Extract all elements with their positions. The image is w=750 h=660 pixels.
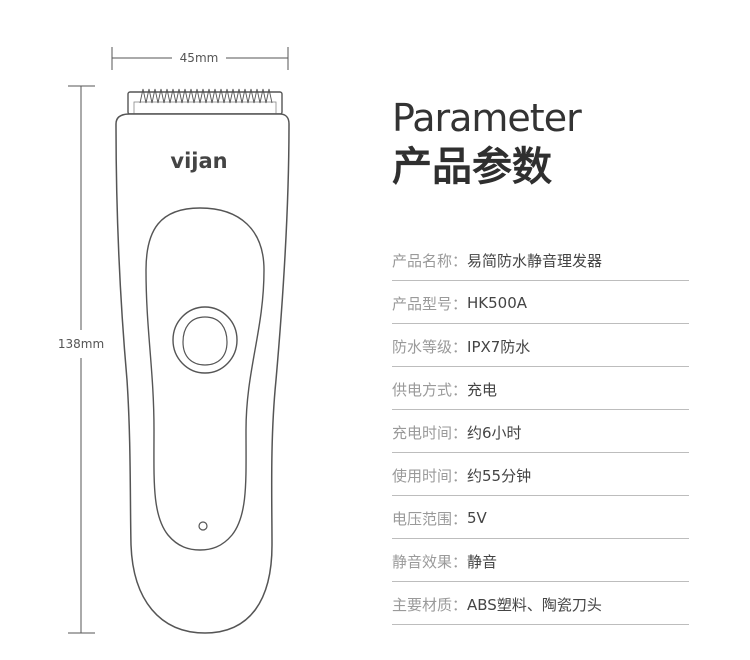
parameter-value: 易简防水静音理发器 (467, 251, 603, 270)
parameter-row: 静音效果：静音 (392, 539, 689, 582)
height-dimension (68, 85, 95, 634)
parameter-label: 供电方式： (392, 380, 468, 399)
parameter-label: 充电时间： (392, 423, 468, 442)
parameter-label: 防水等级： (392, 337, 468, 356)
parameter-value: IPX7防水 (467, 337, 531, 356)
product-drawing: 45mm 138mm vijan (58, 47, 290, 634)
parameter-value: 充电 (467, 380, 498, 399)
width-label: 45mm (180, 51, 219, 65)
parameter-value: 静音 (467, 552, 498, 571)
height-label: 138mm (58, 337, 104, 351)
parameter-label: 静音效果： (392, 552, 468, 571)
power-button-inner (182, 316, 228, 366)
parameter-label: 产品名称： (392, 251, 468, 270)
width-dimension (111, 47, 289, 70)
indicator-light (198, 521, 208, 531)
front-panel (145, 207, 265, 551)
parameter-row: 电压范围：5V (392, 496, 689, 539)
brand-logo: vijan (170, 149, 227, 173)
parameter-row: 防水等级：IPX7防水 (392, 324, 689, 367)
parameter-label: 产品型号： (392, 294, 468, 313)
parameter-row: 供电方式：充电 (392, 367, 689, 410)
parameter-row: 充电时间：约6小时 (392, 410, 689, 453)
parameter-label: 电压范围： (392, 509, 468, 528)
parameter-row: 产品型号：HK500A (392, 281, 689, 324)
parameter-value: ABS塑料、陶瓷刀头 (467, 595, 602, 614)
blade-base (127, 91, 283, 115)
parameter-value: 约55分钟 (467, 466, 532, 485)
parameter-row: 产品名称：易简防水静音理发器 (392, 238, 689, 281)
title-english: Parameter (392, 96, 582, 140)
title-chinese: 产品参数 (392, 144, 552, 190)
parameter-row: 主要材质：ABS塑料、陶瓷刀头 (392, 582, 689, 625)
parameter-value: 5V (467, 509, 487, 527)
parameter-value: 约6小时 (467, 423, 522, 442)
parameter-label: 主要材质： (392, 595, 468, 614)
parameter-value: HK500A (467, 294, 528, 312)
parameter-label: 使用时间： (392, 466, 468, 485)
blade-teeth (139, 88, 273, 104)
parameter-row: 使用时间：约55分钟 (392, 453, 689, 496)
